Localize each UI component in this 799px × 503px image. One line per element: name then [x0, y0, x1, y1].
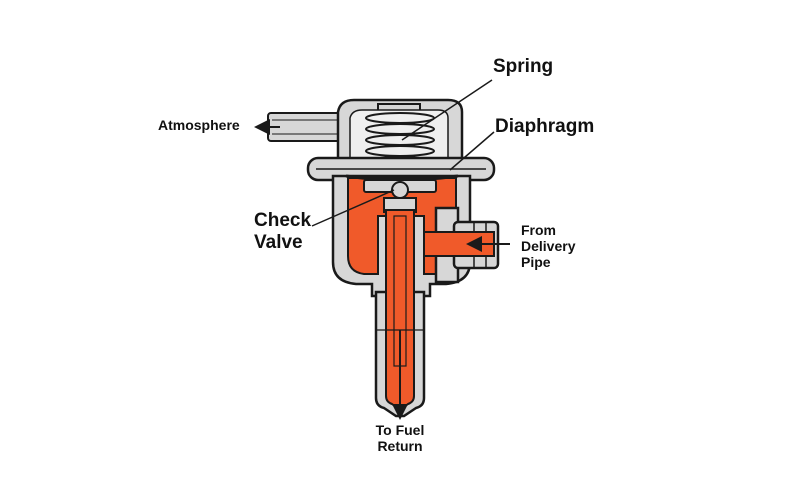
- spring-leader: [401, 79, 493, 141]
- label-diaphragm: Diaphragm: [495, 116, 595, 137]
- label-from-line1: From: [521, 222, 556, 238]
- label-to-fuel-return: To Fuel Return: [364, 422, 436, 454]
- label-atmosphere: Atmosphere: [158, 117, 240, 133]
- label-check-valve: Check Valve: [254, 210, 311, 254]
- check-valve-leader: [311, 189, 395, 227]
- check-valve-ball: [391, 181, 409, 199]
- label-spring: Spring: [493, 56, 554, 77]
- label-check-valve-line2: Valve: [254, 231, 303, 253]
- label-from-line2: Delivery: [521, 238, 576, 255]
- label-return-line2: Return: [377, 438, 423, 455]
- label-return-line1: To Fuel: [375, 422, 425, 438]
- label-from-delivery-pipe: From Delivery Pipe: [521, 222, 575, 270]
- diaphragm-leader: [449, 131, 495, 171]
- label-check-valve-line1: Check: [254, 210, 312, 231]
- label-from-line3: Pipe: [521, 254, 551, 271]
